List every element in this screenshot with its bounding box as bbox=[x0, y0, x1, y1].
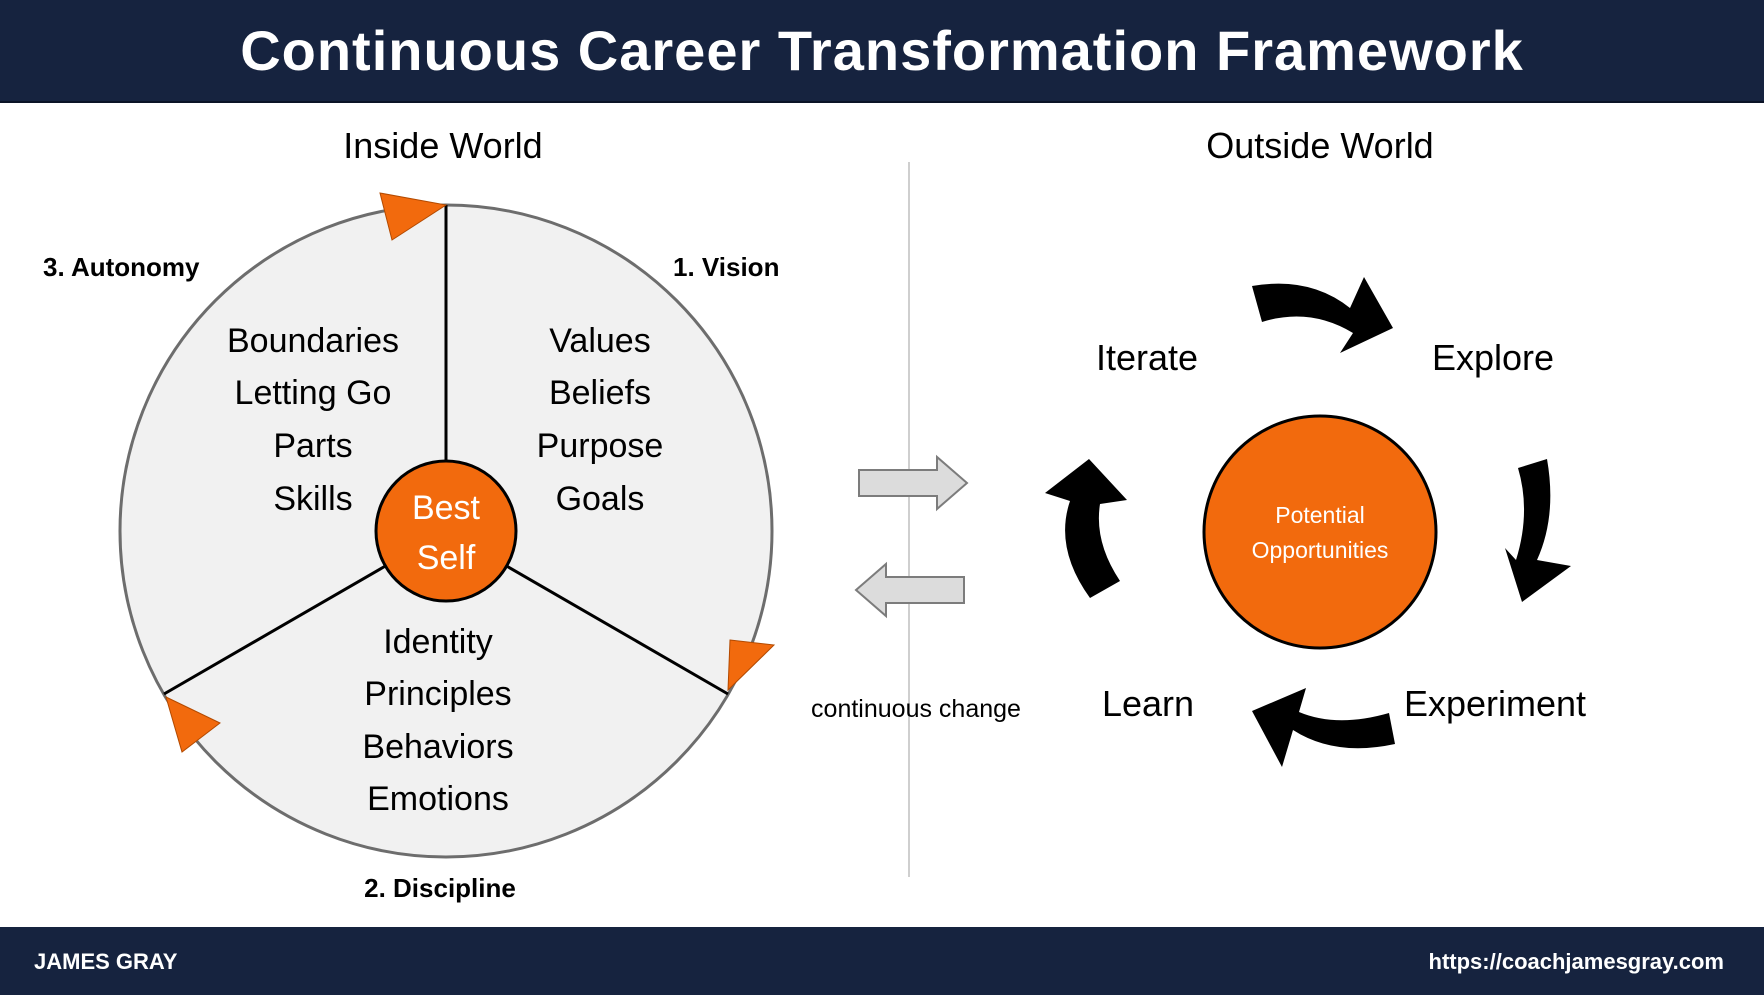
cycle-arrow-left-icon bbox=[1045, 459, 1127, 598]
cycle-step-explore: Explore bbox=[1432, 337, 1554, 378]
discipline-item: Emotions bbox=[367, 780, 509, 818]
rim-arrow-left-icon bbox=[165, 696, 221, 753]
cycle-arrow-right-icon bbox=[1505, 459, 1571, 602]
discipline-item: Behaviors bbox=[362, 728, 513, 766]
inside-world-wheel: Values Beliefs Purpose Goals Boundaries … bbox=[118, 192, 776, 859]
inside-world-heading: Inside World bbox=[343, 125, 542, 166]
stage-label-discipline: 2. Discipline bbox=[364, 873, 516, 903]
vision-item: Purpose bbox=[537, 427, 664, 465]
discipline-item: Identity bbox=[383, 623, 493, 661]
potential-opportunities-circle bbox=[1202, 414, 1438, 650]
author-name: JAMES GRAY bbox=[34, 949, 178, 974]
best-self-label: Best bbox=[412, 489, 481, 527]
vision-item: Values bbox=[549, 322, 650, 360]
exchange-arrow-right-icon bbox=[858, 454, 969, 512]
exchange-arrow-left-icon bbox=[854, 561, 965, 619]
cycle-step-learn: Learn bbox=[1102, 683, 1194, 724]
vision-item: Beliefs bbox=[549, 374, 651, 412]
potential-opportunities-label: Opportunities bbox=[1252, 537, 1389, 563]
rim-arrow-top-icon bbox=[379, 192, 448, 241]
outside-world-heading: Outside World bbox=[1206, 125, 1433, 166]
header-bar: Continuous Career Transformation Framewo… bbox=[0, 0, 1764, 103]
cycle-step-iterate: Iterate bbox=[1096, 337, 1198, 378]
cycle-arrow-bottom-icon bbox=[1252, 688, 1395, 767]
autonomy-item: Skills bbox=[273, 480, 352, 518]
footer-bar: JAMES GRAY https://coachjamesgray.com bbox=[0, 927, 1764, 995]
potential-opportunities-label: Potential bbox=[1275, 502, 1365, 528]
stage-label-vision: 1. Vision bbox=[673, 252, 779, 282]
autonomy-item: Letting Go bbox=[235, 374, 392, 412]
cycle-arrow-top-icon bbox=[1252, 277, 1393, 353]
best-self-circle bbox=[374, 459, 518, 603]
outside-world-cycle: Potential Opportunities Iterate Explore … bbox=[1045, 277, 1586, 767]
best-self-label: Self bbox=[417, 539, 476, 577]
cycle-step-experiment: Experiment bbox=[1404, 683, 1586, 724]
rim-arrow-right-icon bbox=[727, 639, 776, 692]
autonomy-item: Boundaries bbox=[227, 322, 399, 360]
stage-label-autonomy: 3. Autonomy bbox=[43, 252, 200, 282]
autonomy-item: Parts bbox=[273, 427, 352, 465]
discipline-item: Principles bbox=[364, 675, 511, 713]
continuous-change-label: continuous change bbox=[811, 695, 1021, 723]
page-title: Continuous Career Transformation Framewo… bbox=[240, 19, 1524, 82]
vision-item: Goals bbox=[556, 480, 645, 518]
website-link[interactable]: https://coachjamesgray.com bbox=[1428, 949, 1724, 974]
